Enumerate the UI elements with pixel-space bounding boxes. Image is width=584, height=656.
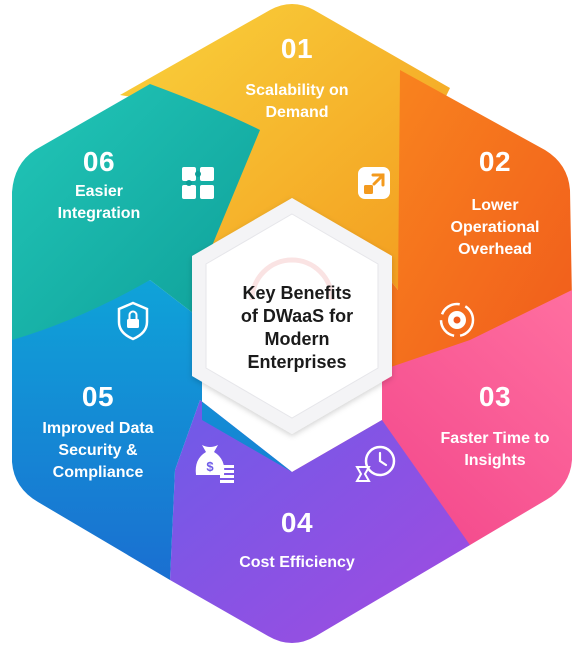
segment-03-text: Faster Time to Insights bbox=[440, 430, 550, 469]
segment-01-number: 01 bbox=[280, 33, 314, 64]
segment-05-text: Improved Data Security & Compliance bbox=[42, 420, 154, 481]
segment-05-number: 05 bbox=[81, 381, 115, 412]
svg-text:$: $ bbox=[206, 459, 214, 474]
segment-06-label: 06 Easier Integration bbox=[24, 147, 174, 225]
center-title: Key Benefits of DWaaS for Modern Enterpr… bbox=[240, 283, 354, 372]
segment-06-text: Easier Integration bbox=[57, 183, 141, 222]
segment-01-label: 01 Scalability on Demand bbox=[222, 34, 372, 124]
segment-04-label: 04 Cost Efficiency bbox=[212, 508, 382, 574]
gear-sync-icon bbox=[439, 302, 475, 338]
segment-03-label: 03 Faster Time to Insights bbox=[420, 382, 570, 472]
puzzle-icon bbox=[182, 167, 214, 199]
segment-01-text: Scalability on Demand bbox=[245, 82, 349, 121]
segment-02-label: 02 Lower Operational Overhead bbox=[420, 147, 570, 261]
inner-hexagon-center bbox=[205, 213, 379, 419]
segment-05-shape bbox=[12, 280, 292, 580]
segment-06-number: 06 bbox=[82, 146, 116, 177]
shield-lock-icon bbox=[117, 301, 149, 341]
money-bag-icon: $ bbox=[195, 445, 234, 483]
segment-02-number: 02 bbox=[478, 146, 512, 177]
segment-05-label: 05 Improved Data Security & Compliance bbox=[18, 382, 178, 484]
scale-expand-icon bbox=[358, 167, 390, 199]
clock-hourglass-icon bbox=[355, 445, 396, 482]
segment-03-number: 03 bbox=[478, 381, 512, 412]
center-decoration-arc bbox=[249, 257, 335, 301]
segment-02-text: Lower Operational Overhead bbox=[450, 197, 540, 258]
segment-04-number: 04 bbox=[280, 507, 314, 538]
segment-02-shape bbox=[382, 70, 572, 392]
segment-04-text: Cost Efficiency bbox=[239, 554, 355, 571]
